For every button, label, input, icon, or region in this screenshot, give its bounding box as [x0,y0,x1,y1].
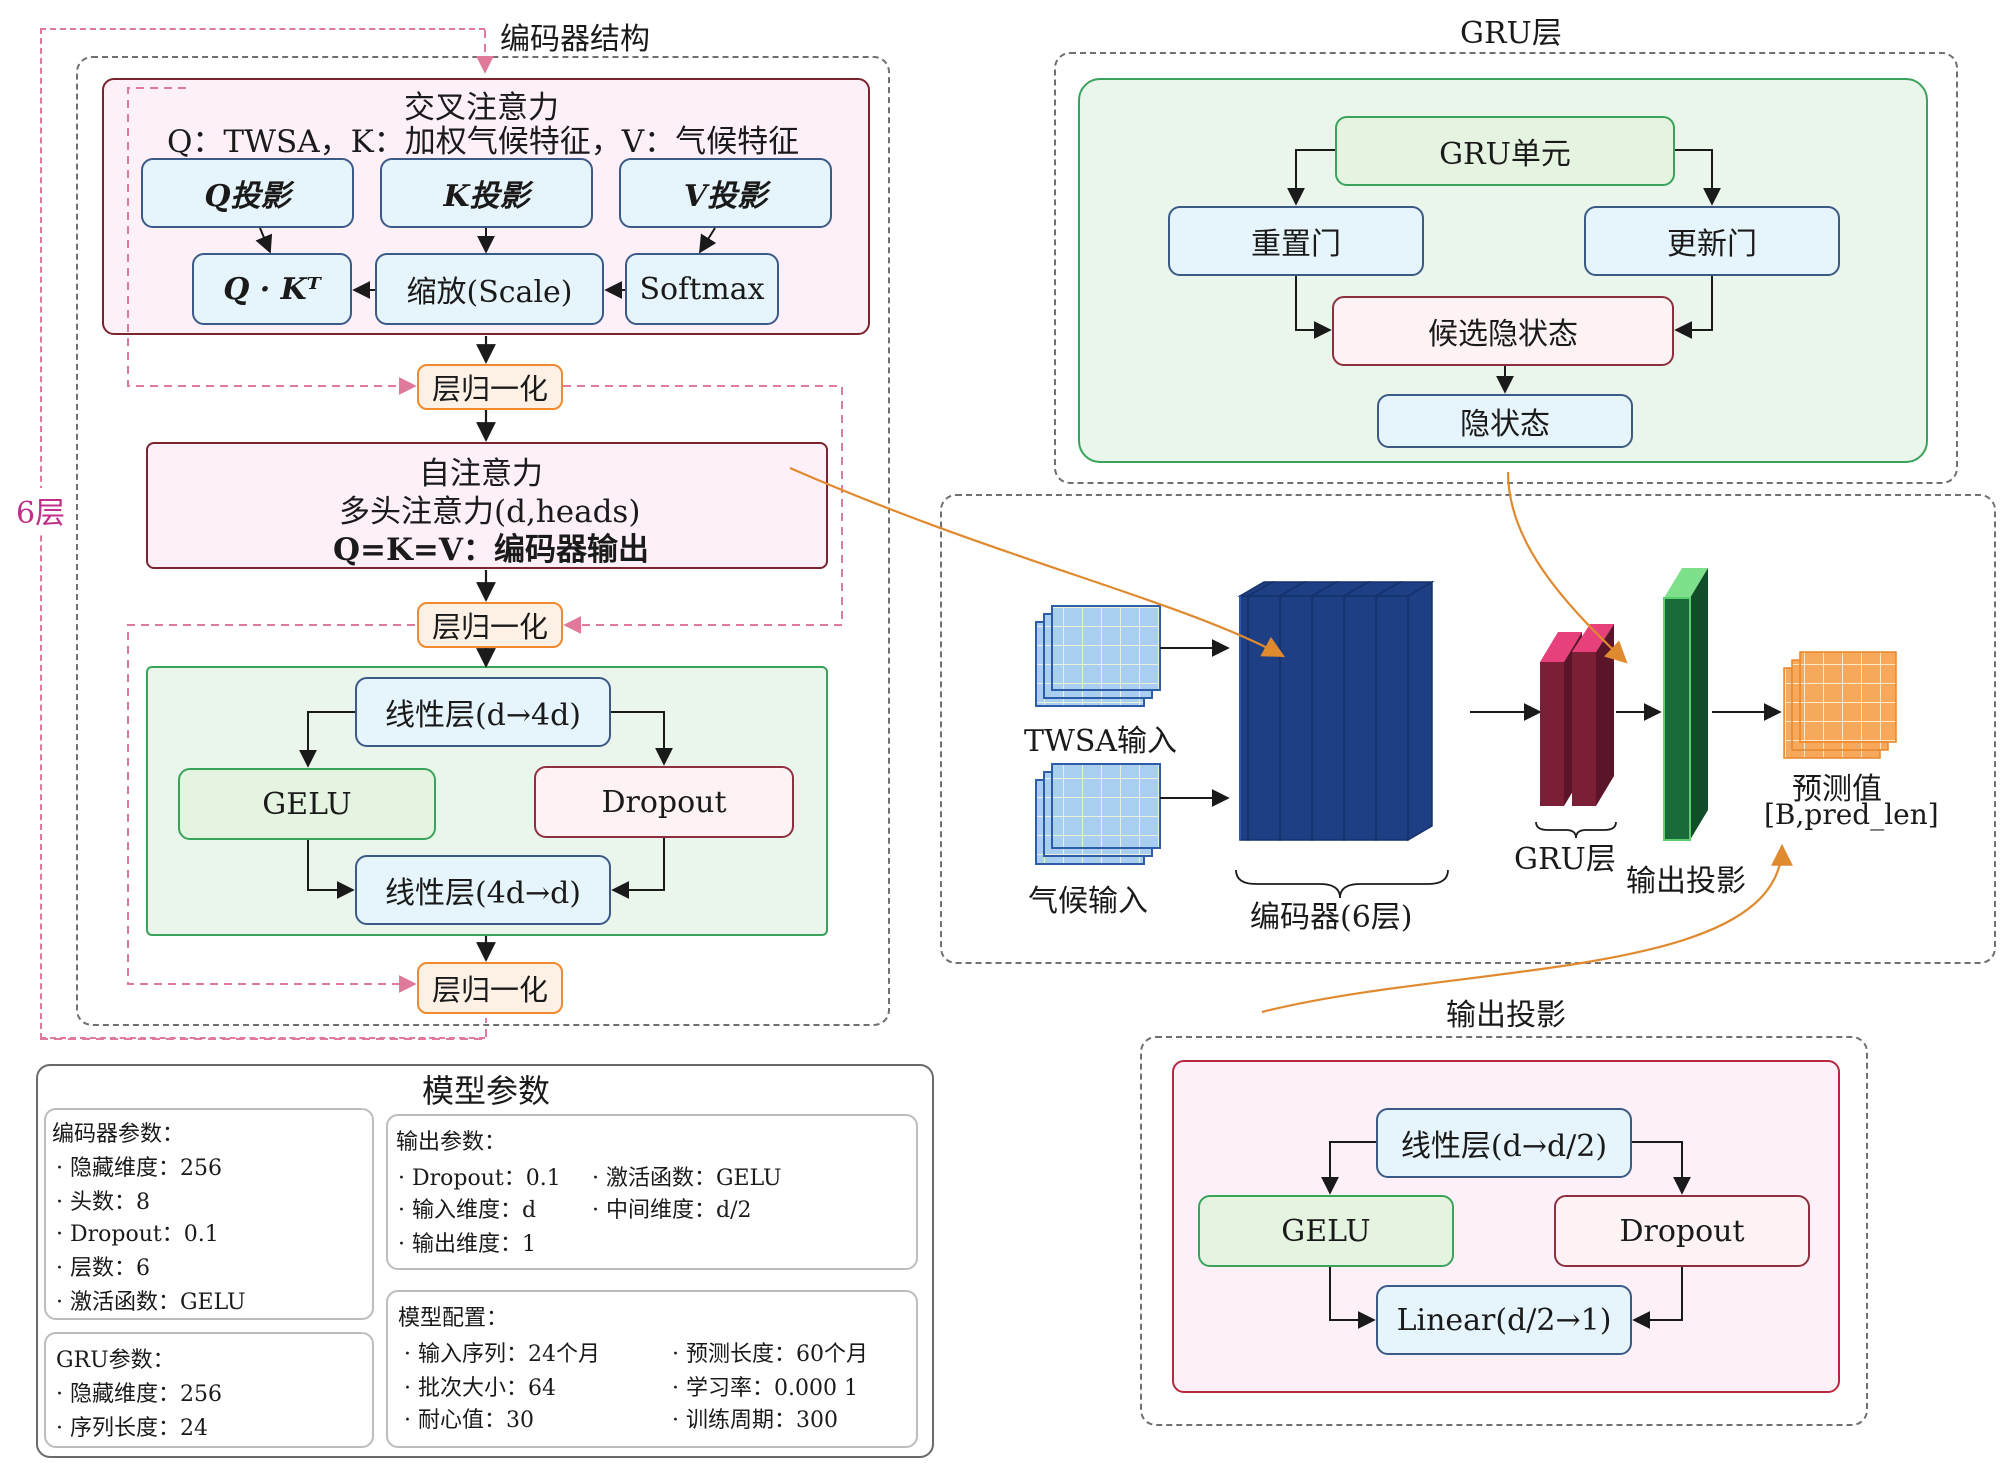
gru-block-icon [1540,624,1614,806]
encoder-title: 编码器结构 [500,22,650,57]
encoder-params-panel [44,1108,374,1320]
self-attention-qkv: Q=K=V：编码器输出 [333,532,649,568]
model-config-panel [386,1290,918,1448]
twsa-input-label: TWSA输入 [1024,724,1178,759]
layers-repeat-top [40,28,485,30]
ffn-linear-1: 线性层(d→4d) [355,677,611,747]
layer-norm-3: 层归一化 [417,962,563,1014]
output-projection-label: 输出投影 [1626,864,1746,899]
output-projection-frame [1140,1036,1868,1426]
prediction-grid [1783,651,1897,759]
output-param-item: · 输入维度：d [398,1198,537,1223]
gru-params-title: GRU参数： [56,1348,175,1373]
encoder-param-item: · 激活函数：GELU [56,1290,246,1315]
prediction-shape-label: [B,pred_len] [1764,798,1939,831]
output-param-item: · Dropout：0.1 [398,1166,561,1191]
output-params-panel [386,1114,918,1270]
output-param-item: · 中间维度：d/2 [592,1198,752,1223]
gru-layer-frame [1054,52,1958,484]
proj-dropout: Dropout [1554,1195,1810,1267]
gru-block-label: GRU层 [1514,842,1616,877]
output-projection-title: 输出投影 [1446,998,1566,1033]
layer-norm-2: 层归一化 [417,602,563,648]
gru-layer-title: GRU层 [1460,16,1562,51]
climate-input-label: 气候输入 [1028,884,1148,919]
softmax-box: Softmax [625,253,779,325]
encoder-stack-label: 编码器(6层) [1250,900,1413,935]
climate-input-grid [1035,763,1161,865]
encoder-param-item: · Dropout：0.1 [56,1222,219,1247]
k-projection-box: K投影 [380,158,593,228]
layers-count-label: 6层 [16,488,66,532]
model-params-frame [36,1064,934,1458]
gru-params-panel [44,1332,374,1448]
encoder-param-item: · 隐藏维度：256 [56,1156,222,1181]
output-params-title: 输出参数： [396,1130,507,1155]
update-gate-box: 更新门 [1584,206,1840,276]
prediction-label: 预测值 [1792,772,1882,807]
layer-norm-1: 层归一化 [417,364,563,410]
encoder-params-title: 编码器参数： [52,1122,185,1147]
hidden-state-box: 隐状态 [1377,394,1633,448]
output-projection-slab-icon [1663,568,1708,841]
model-config-item: · 预测长度：60个月 [672,1342,868,1367]
scale-box: 缩放(Scale) [375,253,604,325]
output-param-item: · 激活函数：GELU [592,1166,782,1191]
model-config-item: · 学习率：0.000 1 [672,1376,858,1401]
ffn-dropout: Dropout [534,766,794,838]
candidate-state-box: 候选隐状态 [1332,296,1674,366]
self-attention-title: 自注意力 [419,456,543,492]
q-projection-box: Q投影 [141,158,354,228]
model-params-title: 模型参数 [422,1072,551,1110]
self-attention-block [146,442,828,569]
cross-attention-subtitle: Q：TWSA，K：加权气候特征，V：气候特征 [167,124,800,160]
twsa-input-grid [1035,605,1161,707]
gru-param-item: · 隐藏维度：256 [56,1382,222,1407]
model-config-item: · 训练周期：300 [672,1408,838,1433]
gru-param-item: · 序列长度：24 [56,1416,208,1441]
gru-unit-box: GRU单元 [1335,116,1675,186]
reset-gate-box: 重置门 [1168,206,1424,276]
cross-attention-title: 交叉注意力 [404,90,559,126]
model-config-item: · 输入序列：24个月 [404,1342,600,1367]
v-projection-box: V投影 [619,158,832,228]
ffn-linear-2: 线性层(4d→d) [355,855,611,925]
qk-product-box: Q · Kᵀ [192,253,352,325]
proj-gelu: GELU [1198,1195,1454,1267]
encoder-stack-icon [1237,580,1435,842]
model-config-title: 模型配置： [398,1306,509,1331]
model-config-item: · 耐心值：30 [404,1408,534,1433]
proj-linear-2: Linear(d/2→1) [1376,1285,1632,1355]
encoder-param-item: · 层数：6 [56,1256,150,1281]
output-param-item: · 输出维度：1 [398,1232,536,1257]
ffn-gelu: GELU [178,768,436,840]
proj-linear-1: 线性层(d→d/2) [1376,1108,1632,1178]
model-config-item: · 批次大小：64 [404,1376,556,1401]
encoder-param-item: · 头数：8 [56,1190,150,1215]
self-attention-heads: 多头注意力(d,heads) [339,494,641,530]
overview-frame [940,494,1996,964]
